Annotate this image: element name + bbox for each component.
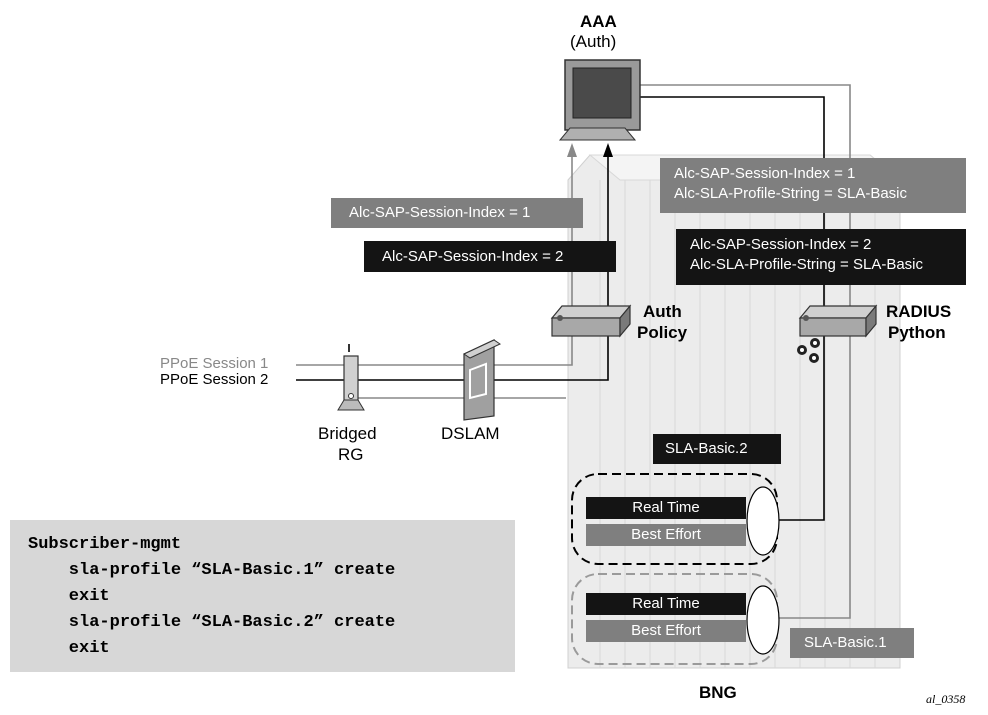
- bridged-rg-label-1: Bridged: [318, 424, 377, 443]
- message-gray-right: Alc-SAP-Session-Index = 1 Alc-SLA-Profil…: [660, 158, 966, 213]
- dslam-label: DSLAM: [441, 424, 500, 443]
- radius-label-1: RADIUS: [886, 302, 952, 321]
- message-gray-right-line1: Alc-SAP-Session-Index = 1: [674, 165, 856, 182]
- sla-basic-1-best-effort: Best Effort: [586, 620, 746, 642]
- sla-basic-2-real-time: Real Time: [586, 497, 746, 519]
- session-2-label: PPoE Session 2: [160, 371, 269, 388]
- auth-policy-label-2: Policy: [637, 323, 688, 342]
- sla-basic-2-best-effort: Best Effort: [586, 524, 746, 546]
- message-black-right: Alc-SAP-Session-Index = 2 Alc-SLA-Profil…: [676, 229, 966, 285]
- radius-device-icon: [798, 304, 878, 338]
- config-line: exit: [28, 639, 110, 658]
- auth-policy-label-1: Auth: [643, 302, 682, 321]
- config-line: sla-profile “SLA-Basic.1” create: [28, 561, 396, 580]
- sla-basic-2-group: [571, 473, 780, 565]
- computer-icon: [558, 59, 641, 141]
- message-black-right-line1: Alc-SAP-Session-Index = 2: [690, 236, 872, 253]
- sla-basic-1-label: SLA-Basic.1: [790, 628, 914, 658]
- gears-icon: [797, 338, 820, 363]
- config-line: sla-profile “SLA-Basic.2” create: [28, 613, 396, 632]
- bridged-rg-icon: [337, 344, 365, 411]
- message-gray-left: Alc-SAP-Session-Index = 1: [331, 198, 583, 228]
- figure-id: al_0358: [926, 692, 966, 706]
- sla-basic-1-group: [571, 573, 780, 665]
- bridged-rg-label-2: RG: [338, 445, 364, 464]
- config-line: Subscriber-mgmt: [28, 535, 182, 554]
- message-black-right-line2: Alc-SLA-Profile-String = SLA-Basic: [690, 256, 923, 273]
- config-code-block: Subscriber-mgmt sla-profile “SLA-Basic.1…: [10, 520, 515, 672]
- bng-label: BNG: [699, 683, 737, 702]
- auth-policy-device-icon: [550, 304, 632, 338]
- dslam-icon: [462, 339, 502, 421]
- aaa-subtitle: (Auth): [570, 32, 617, 51]
- sla-basic-1-real-time: Real Time: [586, 593, 746, 615]
- session-1-label: PPoE Session 1: [160, 355, 269, 372]
- sla-basic-2-label: SLA-Basic.2: [653, 434, 781, 464]
- aaa-title: AAA: [580, 12, 617, 31]
- config-line: exit: [28, 587, 110, 606]
- message-black-left: Alc-SAP-Session-Index = 2: [364, 241, 616, 272]
- message-gray-right-line2: Alc-SLA-Profile-String = SLA-Basic: [674, 185, 907, 202]
- radius-label-2: Python: [888, 323, 946, 342]
